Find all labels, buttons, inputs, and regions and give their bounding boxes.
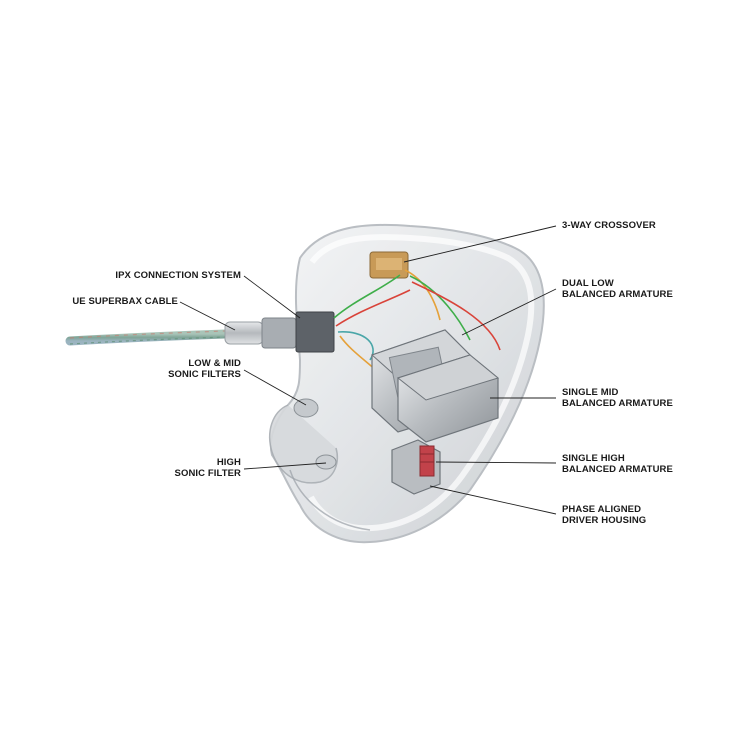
label-single-high-line1: SINGLE HIGH — [562, 453, 625, 464]
label-single-high-armature: SINGLE HIGH BALANCED ARMATURE — [562, 453, 673, 475]
single-high-armature — [391, 439, 441, 495]
label-high-line1: HIGH — [216, 457, 241, 468]
label-cable-text: UE SUPERBAX CABLE — [72, 296, 178, 307]
label-ipx-text: IPX CONNECTION SYSTEM — [115, 270, 241, 281]
label-single-high-line2: BALANCED ARMATURE — [562, 464, 673, 475]
label-single-mid-line1: SINGLE MID — [562, 387, 619, 398]
crossover-board — [369, 251, 409, 279]
label-crossover: 3-WAY CROSSOVER — [562, 220, 656, 231]
label-single-mid-line2: BALANCED ARMATURE — [562, 398, 673, 409]
label-low-mid-line1: LOW & MID — [188, 358, 241, 369]
label-crossover-text: 3-WAY CROSSOVER — [562, 220, 656, 231]
label-low-mid-filters: LOW & MID SONIC FILTERS — [168, 358, 241, 380]
label-cable: UE SUPERBAX CABLE — [72, 296, 178, 307]
label-phase-aligned-housing: PHASE ALIGNED DRIVER HOUSING — [562, 504, 646, 526]
label-dual-low-line1: DUAL LOW — [562, 278, 614, 289]
label-phase-line2: DRIVER HOUSING — [562, 515, 647, 526]
label-single-mid-armature: SINGLE MID BALANCED ARMATURE — [562, 387, 673, 409]
sonic-filters — [293, 398, 337, 470]
label-dual-low-line2: BALANCED ARMATURE — [562, 289, 673, 300]
label-dual-low-armature: DUAL LOW BALANCED ARMATURE — [562, 278, 673, 300]
label-high-line2: SONIC FILTER — [174, 468, 241, 479]
label-ipx-connection: IPX CONNECTION SYSTEM — [115, 270, 241, 281]
label-low-mid-line2: SONIC FILTERS — [168, 369, 241, 380]
superbax-cable — [65, 311, 335, 353]
label-high-filter: HIGH SONIC FILTER — [175, 457, 241, 479]
callout-lines — [179, 225, 557, 515]
single-mid-armature — [396, 354, 500, 443]
label-phase-line1: PHASE ALIGNED — [562, 504, 642, 515]
